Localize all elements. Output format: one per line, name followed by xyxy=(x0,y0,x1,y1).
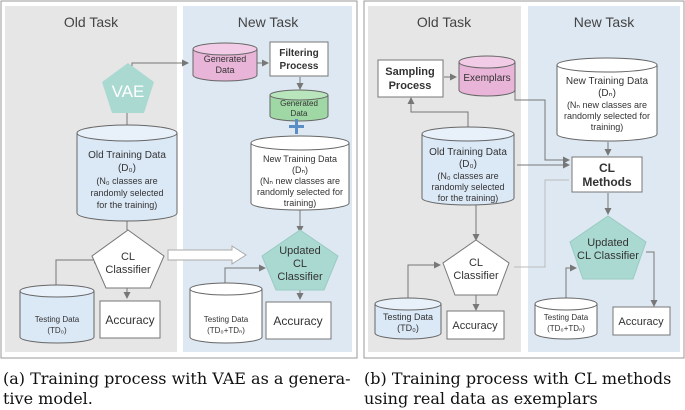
new-training-a-line1: New Training Data xyxy=(263,154,337,164)
accuracy-box-b1 xyxy=(446,310,505,340)
old-task-title-b: Old Task xyxy=(417,14,472,30)
new-training-b-line5: training) xyxy=(591,122,624,132)
cl-classifier-a-line1: CL xyxy=(121,251,135,263)
testing-data-new-cylinder-b: Testing Data (TD₀+TDₙ) xyxy=(534,297,598,340)
updated-cl-a-line1: Updated xyxy=(279,245,321,257)
new-training-a-line2: (Dₙ) xyxy=(292,165,308,175)
cl-methods-box xyxy=(571,156,643,193)
old-training-a-line1: Old Training Data xyxy=(88,150,166,161)
vae-node xyxy=(102,63,154,113)
new-training-data-cylinder-b: New Training Data (Dₙ) (Nₙ new classes a… xyxy=(556,57,658,142)
old-training-a-line3: (N₀ classes are xyxy=(96,176,157,186)
generated-data-2-line1: Generated xyxy=(280,99,318,108)
accuracy-box-a1 xyxy=(99,300,161,339)
old-training-b-line4: randomly selected xyxy=(431,182,504,192)
filtering-process-line1: Filtering xyxy=(279,48,318,59)
accuracy-a1-label: Accuracy xyxy=(105,313,154,327)
generated-data-1-line1: Generated xyxy=(204,54,247,64)
caption-a-line2: tive model. xyxy=(3,389,93,408)
filtering-process-box xyxy=(269,41,329,77)
old-training-b-line2: (D₀) xyxy=(459,159,477,170)
old-training-data-cylinder-a: Old Training Data (D₀) (N₀ classes are r… xyxy=(76,124,178,222)
generated-data-1-line2: Data xyxy=(215,65,234,75)
updated-cl-a-line2: CL xyxy=(293,258,307,270)
testing-data-old-cylinder-a: Testing Data (TD₀) xyxy=(19,284,95,344)
testing-new-a-line2: (TD₀+TDₙ) xyxy=(207,326,245,335)
sampling-process-line2: Process xyxy=(389,80,432,92)
old-training-a-line4: randomly selected xyxy=(90,188,163,198)
cl-classifier-a-line2: Classifier xyxy=(105,264,151,276)
accuracy-box-b2 xyxy=(612,306,671,336)
old-training-a-line5: for the training) xyxy=(97,200,158,210)
cl-classifier-node-a xyxy=(91,229,165,289)
caption-b-line2: using real data as exemplars xyxy=(364,389,598,408)
new-training-b-line1: New Training Data xyxy=(566,76,649,87)
testing-new-b-line1: Testing Data xyxy=(544,313,589,322)
old-training-b-line3: (N₀ classes are xyxy=(437,171,498,181)
testing-new-b-line2: (TD₀+TDₙ) xyxy=(547,324,585,333)
exemplars-cylinder: Exemplars xyxy=(458,55,516,97)
new-task-title-a: New Task xyxy=(238,14,299,30)
new-training-data-cylinder-a: New Training Data (Dₙ) (Nₙ new classes a… xyxy=(250,135,350,211)
vae-label: VAE xyxy=(112,82,145,101)
testing-old-a-line2: (TD₀) xyxy=(47,326,67,335)
testing-data-old-cylinder-b: Testing Data (TD₀) xyxy=(374,297,442,340)
testing-data-new-cylinder-a: Testing Data (TD₀+TDₙ) xyxy=(189,282,263,344)
panel-b: Old Task New Task Sampling Process Exemp… xyxy=(363,0,685,359)
plus-icon xyxy=(289,119,304,134)
filtering-process-line2: Process xyxy=(280,61,319,72)
new-training-a-line3: (Nₙ new classes are xyxy=(260,176,340,186)
generated-data-cylinder-1: Generated Data xyxy=(192,42,258,82)
new-training-a-line5: training) xyxy=(284,198,317,208)
new-training-b-line3: (Nₙ new classes are xyxy=(567,100,647,110)
accuracy-a2-label: Accuracy xyxy=(273,314,322,328)
new-task-title-b: New Task xyxy=(574,14,635,30)
testing-new-a-line1: Testing Data xyxy=(204,315,249,324)
testing-old-b-line1: Testing Data xyxy=(383,312,433,322)
new-training-b-line4: randomly selected for xyxy=(564,111,650,121)
updated-cl-classifier-node-b xyxy=(569,215,647,280)
generated-data-2-line2: Data xyxy=(291,109,308,118)
caption-b: (b) Training process with CL methods usi… xyxy=(364,369,684,409)
panel-a: Old Task New Task VAE Generated Data Fil… xyxy=(0,0,358,359)
cl-classifier-b-line2: Classifier xyxy=(453,270,499,282)
updated-cl-classifier-node-a xyxy=(261,229,339,291)
accuracy-b2-label: Accuracy xyxy=(618,316,664,328)
accuracy-box-a2 xyxy=(265,301,332,340)
new-training-a-line4: randomly selected for xyxy=(257,187,343,197)
sampling-process-line1: Sampling xyxy=(385,66,435,78)
caption-a: (a) Training process with VAE as a gener… xyxy=(3,369,355,409)
caption-b-line1: (b) Training process with CL methods xyxy=(364,369,672,388)
cl-methods-line2: Methods xyxy=(582,175,632,189)
accuracy-b1-label: Accuracy xyxy=(452,320,498,332)
figure-canvas: Old Task New Task VAE Generated Data Fil… xyxy=(0,0,685,359)
new-training-b-line2: (Dₙ) xyxy=(598,88,616,99)
updated-cl-b-line2: CL Classifier xyxy=(577,250,639,262)
old-training-b-line1: Old Training Data xyxy=(429,147,507,158)
updated-cl-b-line1: Updated xyxy=(587,237,629,249)
generated-data-cylinder-2: Generated Data xyxy=(269,89,329,122)
testing-old-b-line2: (TD₀) xyxy=(397,323,419,333)
cl-methods-line1: CL xyxy=(599,161,615,175)
cl-classifier-b-line1: CL xyxy=(469,257,483,269)
cl-classifier-node-b xyxy=(442,239,510,296)
old-training-data-cylinder-b: Old Training Data (D₀) (N₀ classes are r… xyxy=(421,126,515,206)
caption-a-line1: (a) Training process with VAE as a gener… xyxy=(3,369,351,388)
old-task-title-a: Old Task xyxy=(64,14,119,30)
exemplars-label: Exemplars xyxy=(463,73,510,84)
old-training-b-line5: for the training) xyxy=(438,193,499,203)
testing-old-a-line1: Testing Data xyxy=(35,315,80,324)
old-training-a-line2: (D₀) xyxy=(118,163,136,174)
updated-cl-a-line3: Classifier xyxy=(277,271,323,283)
sampling-process-box xyxy=(377,59,444,98)
